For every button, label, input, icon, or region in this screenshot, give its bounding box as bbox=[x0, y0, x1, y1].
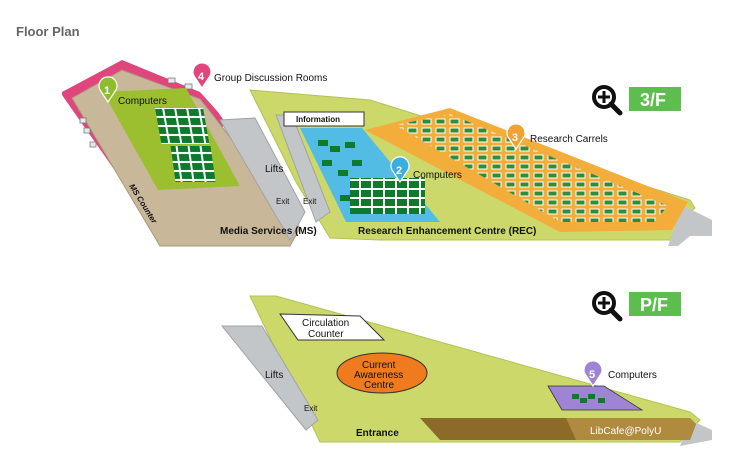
floor-3f-button-bg bbox=[629, 87, 681, 111]
marker-2-label: Computers bbox=[413, 170, 462, 181]
circulation-counter[interactable] bbox=[279, 313, 386, 341]
computers-grid-1b bbox=[170, 146, 216, 182]
computers-cluster-2 bbox=[318, 140, 362, 214]
entrance-label: Entrance bbox=[356, 428, 399, 439]
ms-wall-windows bbox=[79, 77, 193, 148]
floor-pf-map: Circulation Counter Lifts Exit Current A… bbox=[220, 291, 712, 446]
current-awareness-label-2: Awareness bbox=[354, 370, 403, 381]
floor-pf-button-bg bbox=[629, 292, 681, 316]
libcafe-seating bbox=[566, 418, 696, 440]
page-title: Floor Plan bbox=[16, 24, 80, 39]
current-awareness-centre[interactable] bbox=[336, 352, 428, 394]
marker-2-number: 2 bbox=[396, 165, 402, 177]
marker-4[interactable]: 4 Group Discussion Rooms bbox=[192, 62, 327, 90]
current-awareness-label-1: Current bbox=[362, 360, 396, 371]
marker-2[interactable]: 2 Computers bbox=[390, 156, 462, 184]
map-pin-icon bbox=[98, 76, 118, 104]
marker-3[interactable]: 3 Research Carrels bbox=[506, 123, 608, 151]
map-pin-icon bbox=[390, 156, 410, 184]
map-pin-icon bbox=[506, 123, 526, 151]
lifts-3f[interactable] bbox=[219, 117, 306, 242]
map-pin-icon bbox=[583, 360, 603, 388]
information-desk[interactable] bbox=[283, 111, 365, 127]
marker-5-label: Computers bbox=[608, 370, 657, 381]
floor-3f-button-label: 3/F bbox=[640, 90, 666, 110]
marker-1[interactable]: 1 Computers bbox=[98, 76, 167, 107]
floor-3f-map: Media Services (MS) MS Counter Lifts Exi… bbox=[62, 60, 712, 247]
zoom-3f-button[interactable] bbox=[592, 85, 623, 116]
marker-5-number: 5 bbox=[589, 369, 595, 381]
marker-3-label: Research Carrels bbox=[530, 134, 608, 145]
lifts-pf[interactable] bbox=[220, 325, 319, 431]
floor-3f-button[interactable]: 3/F bbox=[629, 87, 681, 111]
marker-1-label: Computers bbox=[118, 96, 167, 107]
libcafe-label: LibCafe@PolyU bbox=[590, 426, 661, 437]
computers-grid-1a bbox=[155, 108, 210, 144]
exit-3f-2-label: Exit bbox=[303, 197, 317, 206]
floor-pf-button-label: P/F bbox=[640, 295, 668, 315]
marker-3-number: 3 bbox=[512, 132, 518, 144]
current-awareness-label-3: Centre bbox=[364, 380, 394, 391]
computers-cluster-5 bbox=[572, 394, 605, 403]
exit-3f-1-label: Exit bbox=[276, 197, 290, 206]
circulation-label-2: Counter bbox=[308, 329, 344, 340]
computers-grid-2 bbox=[350, 178, 425, 214]
research-carrels-desks bbox=[395, 114, 668, 222]
marker-4-number: 4 bbox=[198, 71, 205, 83]
marker-5[interactable]: 5 Computers bbox=[583, 360, 657, 388]
marker-1-number: 1 bbox=[104, 85, 110, 97]
lifts-pf-label: Lifts bbox=[265, 370, 283, 381]
map-pin-icon bbox=[192, 62, 212, 90]
exit-pf-label: Exit bbox=[304, 404, 318, 413]
information-label: Information bbox=[296, 115, 340, 124]
rec-label: Research Enhancement Centre (REC) bbox=[358, 226, 536, 237]
circulation-label-1: Circulation bbox=[302, 318, 349, 329]
zoom-pf-button[interactable] bbox=[592, 291, 623, 322]
marker-4-label: Group Discussion Rooms bbox=[214, 73, 327, 84]
floor-pf-button[interactable]: P/F bbox=[629, 292, 681, 316]
media-services-label: Media Services (MS) bbox=[220, 226, 317, 237]
lifts-3f-label: Lifts bbox=[265, 164, 283, 175]
